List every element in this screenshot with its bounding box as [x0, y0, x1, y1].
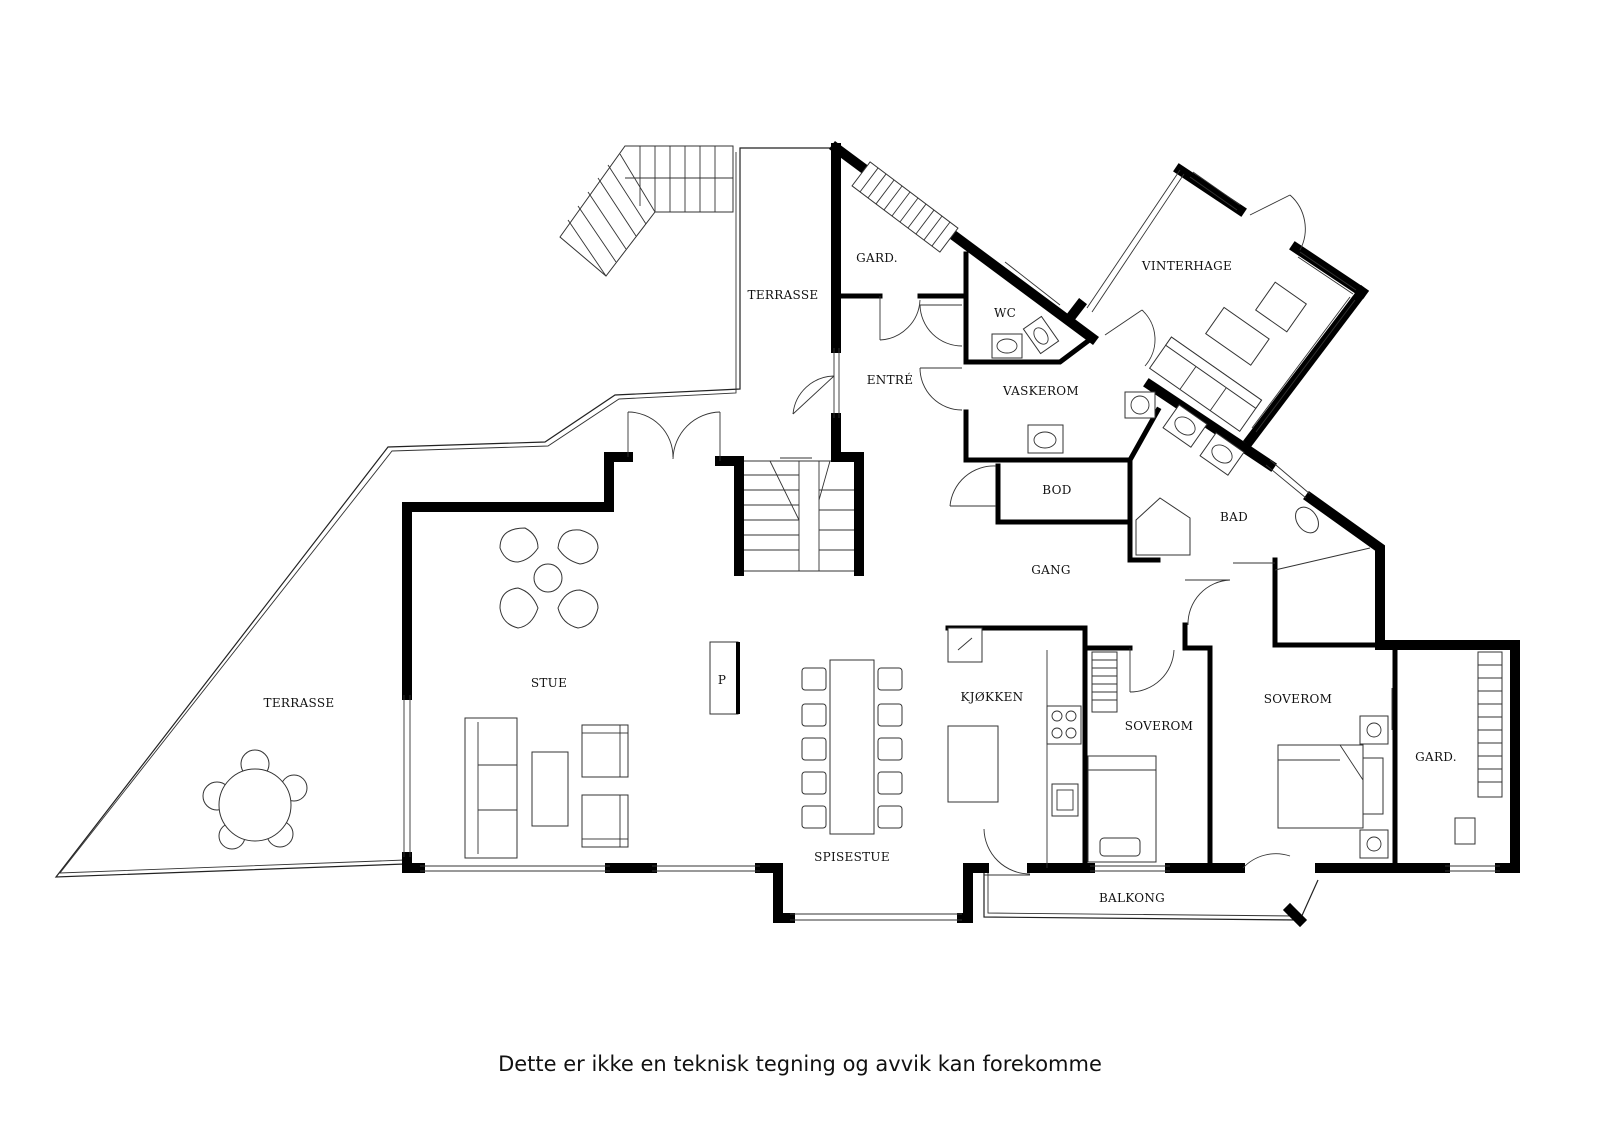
windows — [403, 169, 1500, 921]
outdoor-stairs — [559, 145, 734, 277]
label-terrasse-left: TERRASSE — [264, 696, 335, 710]
label-balkong: BALKONG — [1099, 891, 1165, 905]
label-entre: ENTRÉ — [867, 372, 914, 387]
room-labels: TERRASSE GARD. WC VINTERHAGE ENTRÉ VASKE… — [264, 251, 1457, 905]
label-kjokken: KJØKKEN — [961, 690, 1024, 704]
label-gard-top: GARD. — [856, 251, 898, 265]
exterior-walls — [402, 141, 1520, 928]
label-soverom-large: SOVEROM — [1264, 692, 1333, 706]
label-stue: STUE — [531, 676, 567, 690]
label-bad: BAD — [1220, 510, 1248, 524]
label-wc: WC — [994, 306, 1016, 320]
disclaimer-text: Dette er ikke en teknisk tegning og avvi… — [498, 1052, 1102, 1076]
interior-stairs — [738, 460, 860, 572]
label-vaskerom: VASKEROM — [1002, 384, 1079, 398]
label-gard-right: GARD. — [1415, 750, 1457, 764]
label-gang: GANG — [1031, 563, 1071, 577]
label-terrasse-top: TERRASSE — [748, 288, 819, 302]
label-vinterhage: VINTERHAGE — [1141, 259, 1232, 273]
terrace-outlines — [54, 147, 1319, 921]
label-p: P — [718, 673, 726, 687]
label-spisestue: SPISESTUE — [814, 850, 890, 864]
label-bod: BOD — [1042, 483, 1071, 497]
furniture — [202, 161, 1503, 868]
label-soverom-small: SOVEROM — [1125, 719, 1194, 733]
doors — [627, 194, 1393, 876]
